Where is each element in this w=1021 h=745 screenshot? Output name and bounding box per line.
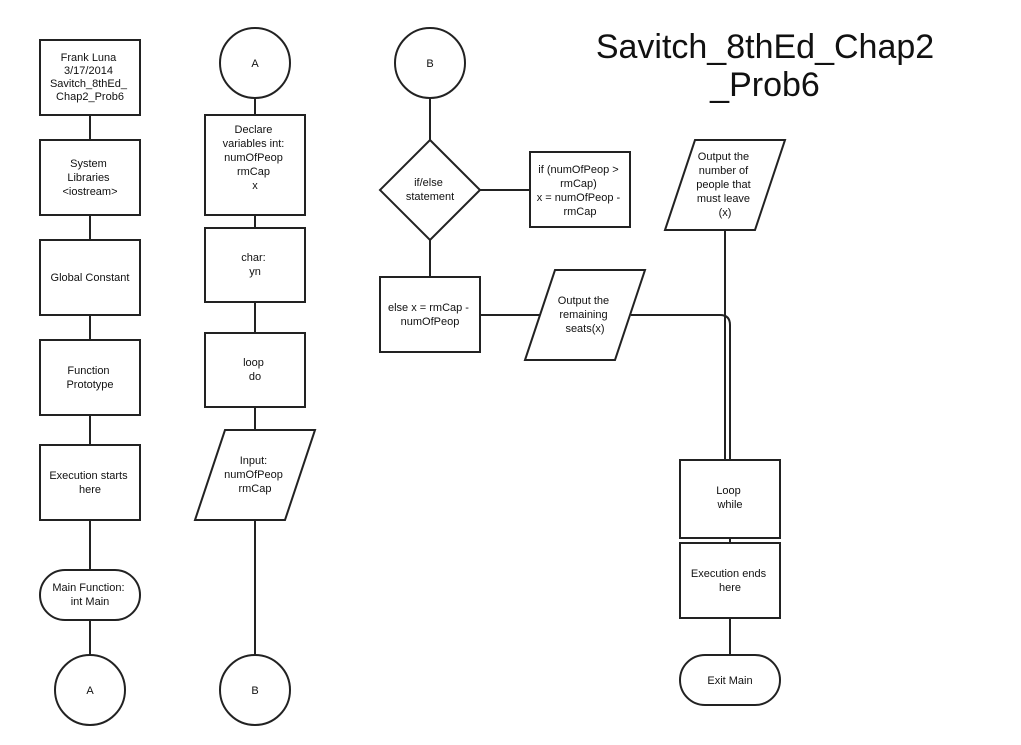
diagram-title: Savitch_8thEd_Chap2 _Prob6 — [560, 28, 970, 104]
connector-b-top-label: B — [426, 58, 433, 70]
connector-a-top: A — [219, 27, 291, 99]
output-remaining-parallelogram: Output the remaining seats(x) — [523, 269, 647, 361]
declare-variables-text: Declare variables int: numOfPeop rmCap x — [223, 124, 288, 192]
header-box: Frank Luna 3/17/2014 Savitch_8thEd_ Chap… — [39, 39, 141, 116]
header-text: Frank Luna 3/17/2014 Savitch_8thEd_ Chap… — [50, 52, 130, 103]
loop-while-text: Loop while — [716, 485, 744, 511]
global-constant-box: Global Constant — [39, 239, 141, 316]
output-leave-parallelogram: Output the number of people that must le… — [663, 139, 787, 231]
connector-a-bottom-label: A — [86, 685, 94, 697]
loop-do-text: loop do — [243, 357, 267, 383]
if-else-decision: if/else statement — [378, 138, 482, 242]
if-else-text: if/else statement — [406, 177, 454, 203]
connector-a-bottom: A — [54, 654, 126, 726]
title-line-1: Savitch_8thEd_Chap2 — [595, 28, 935, 66]
input-text: Input: numOfPeop rmCap — [224, 455, 286, 495]
char-declaration-box: char: yn — [204, 227, 306, 303]
connector-a-top-label: A — [251, 58, 259, 70]
input-parallelogram: Input: numOfPeop rmCap — [193, 429, 317, 521]
connector-b-bottom: B — [219, 654, 291, 726]
output-remaining-text: Output the remaining seats(x) — [558, 295, 612, 335]
char-declaration-text: char: yn — [241, 252, 269, 278]
system-libraries-box: System Libraries <iostream> — [39, 139, 141, 216]
loop-while-box: Loop while — [679, 459, 781, 539]
connector-lines — [89, 98, 731, 655]
function-prototype-text: Function Prototype — [66, 365, 113, 391]
function-prototype-box: Function Prototype — [39, 339, 141, 416]
declare-variables-box: Declare variables int: numOfPeop rmCap x — [204, 114, 306, 216]
main-function-text: Main Function: int Main — [52, 582, 127, 608]
connector-b-bottom-label: B — [251, 685, 258, 697]
loop-do-box: loop do — [204, 332, 306, 408]
exit-main-terminal: Exit Main — [679, 654, 781, 706]
execution-ends-text: Execution ends here — [691, 568, 769, 594]
else-branch-text: else x = rmCap - numOfPeop — [388, 302, 472, 328]
title-line-2: _Prob6 — [710, 66, 820, 104]
exit-main-text: Exit Main — [707, 675, 752, 687]
edge-output-remaining-to-loop-while — [631, 314, 731, 460]
execution-starts-box: Execution starts here — [39, 444, 141, 521]
system-libraries-text: System Libraries <iostream> — [62, 158, 117, 198]
output-leave-text: Output the number of people that must le… — [696, 151, 754, 219]
if-branch-box: if (numOfPeop > rmCap) x = numOfPeop - r… — [529, 151, 631, 228]
else-branch-box: else x = rmCap - numOfPeop — [379, 276, 481, 353]
execution-starts-text: Execution starts here — [49, 470, 130, 496]
connector-b-top: B — [394, 27, 466, 99]
execution-ends-box: Execution ends here — [679, 542, 781, 619]
main-function-terminal: Main Function: int Main — [39, 569, 141, 621]
global-constant-text: Global Constant — [51, 272, 130, 284]
if-branch-text: if (numOfPeop > rmCap) x = numOfPeop - r… — [537, 164, 624, 218]
